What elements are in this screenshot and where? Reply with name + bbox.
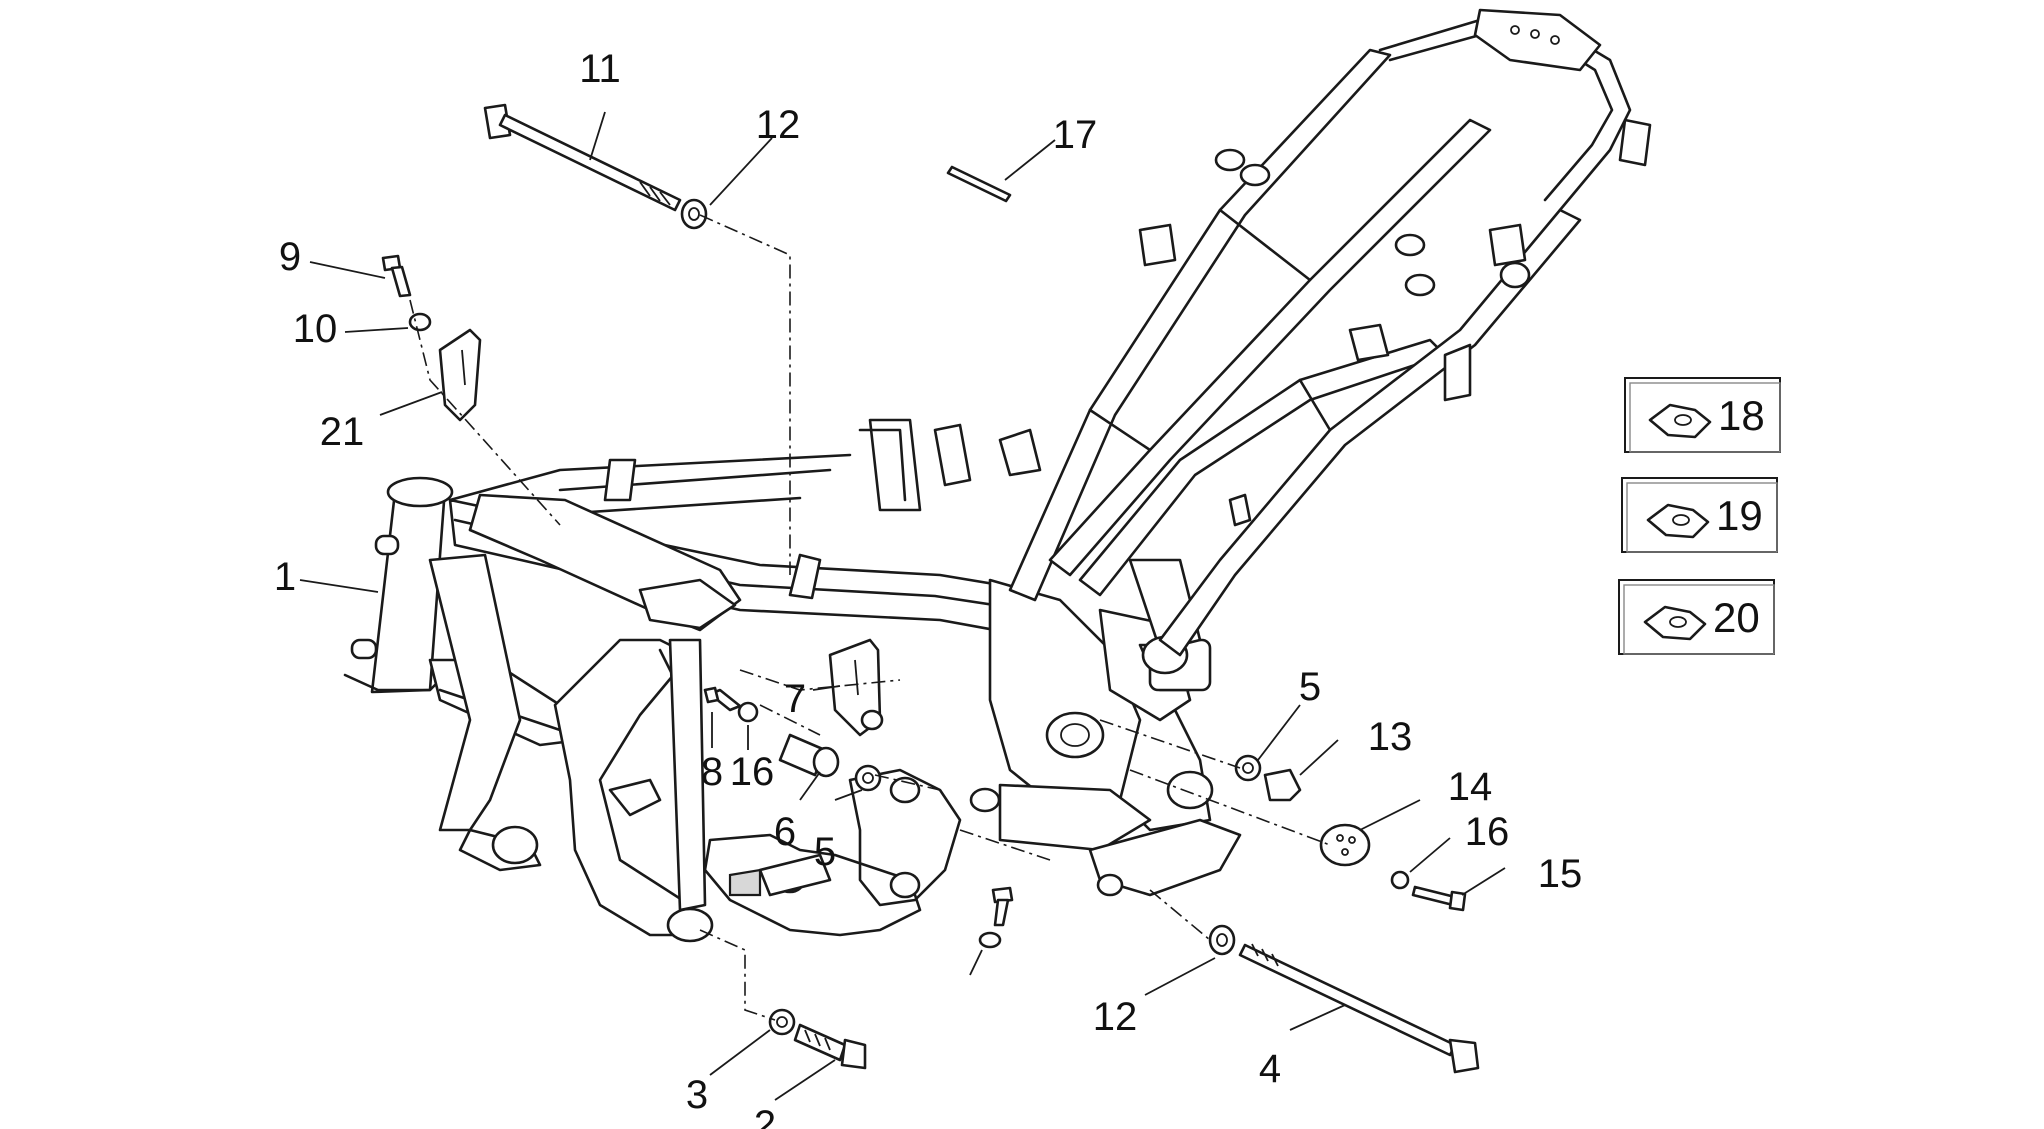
washer-3 <box>768 1008 796 1036</box>
boxed-part-19: 19 <box>1621 477 1778 553</box>
callout-2: 2 <box>754 1103 776 1129</box>
clip-nut-icon <box>1646 503 1710 539</box>
washer-5-middle <box>854 764 882 792</box>
damper-14 <box>1319 823 1371 867</box>
callout-4: 4 <box>1259 1047 1281 1091</box>
boxed-part-label-20: 20 <box>1713 594 1760 641</box>
bolt-2 <box>793 1023 867 1070</box>
clip-nut-icon <box>1648 403 1712 439</box>
spacer-6 <box>778 733 840 778</box>
callout-21: 21 <box>320 410 365 454</box>
assembly-lines <box>409 214 1331 1021</box>
bracket-7 <box>828 638 884 737</box>
long-bolt-4 <box>1238 943 1480 1074</box>
screw-15 <box>1411 885 1467 912</box>
long-bolt-11 <box>483 103 682 212</box>
clip-nut-icon <box>1643 605 1707 641</box>
callout-10: 10 <box>293 307 338 351</box>
callout-12-top: 12 <box>756 103 801 147</box>
callout-13: 13 <box>1368 715 1413 759</box>
callout-17: 17 <box>1053 113 1098 157</box>
small-bolt-center <box>969 886 1014 976</box>
boxed-part-18: 18 <box>1624 377 1781 453</box>
callout-9: 9 <box>279 235 301 279</box>
washer-10 <box>408 312 432 332</box>
boxed-part-label-18: 18 <box>1718 392 1765 439</box>
bolt-8 <box>703 686 742 712</box>
boxed-part-20: 20 <box>1618 579 1775 655</box>
nut-13 <box>1263 768 1302 802</box>
callout-1: 1 <box>274 555 296 599</box>
callout-8: 8 <box>701 750 723 794</box>
washer-16-right <box>1390 870 1410 890</box>
callout-12-bottom: 12 <box>1093 995 1138 1039</box>
callout-16-right: 16 <box>1465 810 1510 854</box>
callout-5-middle: 5 <box>814 830 836 874</box>
callout-14: 14 <box>1448 765 1493 809</box>
washer-16-left <box>737 701 759 723</box>
engine-side-plate <box>703 768 962 937</box>
callouts: 11 12 17 9 10 21 1 7 8 16 6 5 5 13 14 16… <box>274 47 1582 1129</box>
callout-7: 7 <box>784 677 806 721</box>
leader-lines <box>299 111 1506 1101</box>
pin-17 <box>946 165 1012 203</box>
washer-12-bottom <box>1208 924 1236 956</box>
rear-subframe <box>998 8 1652 657</box>
bracket-21 <box>438 328 482 422</box>
callout-5-right: 5 <box>1299 665 1321 709</box>
washer-12-top <box>680 198 708 230</box>
callout-16-left: 16 <box>730 750 775 794</box>
bolt-9 <box>381 254 412 298</box>
washer-5-right <box>1234 754 1262 782</box>
callout-11: 11 <box>579 47 621 91</box>
callout-15: 15 <box>1538 852 1583 896</box>
callout-6: 6 <box>774 810 796 854</box>
callout-3: 3 <box>686 1073 708 1117</box>
boxed-part-label-19: 19 <box>1716 492 1763 539</box>
main-frame <box>343 418 1242 943</box>
